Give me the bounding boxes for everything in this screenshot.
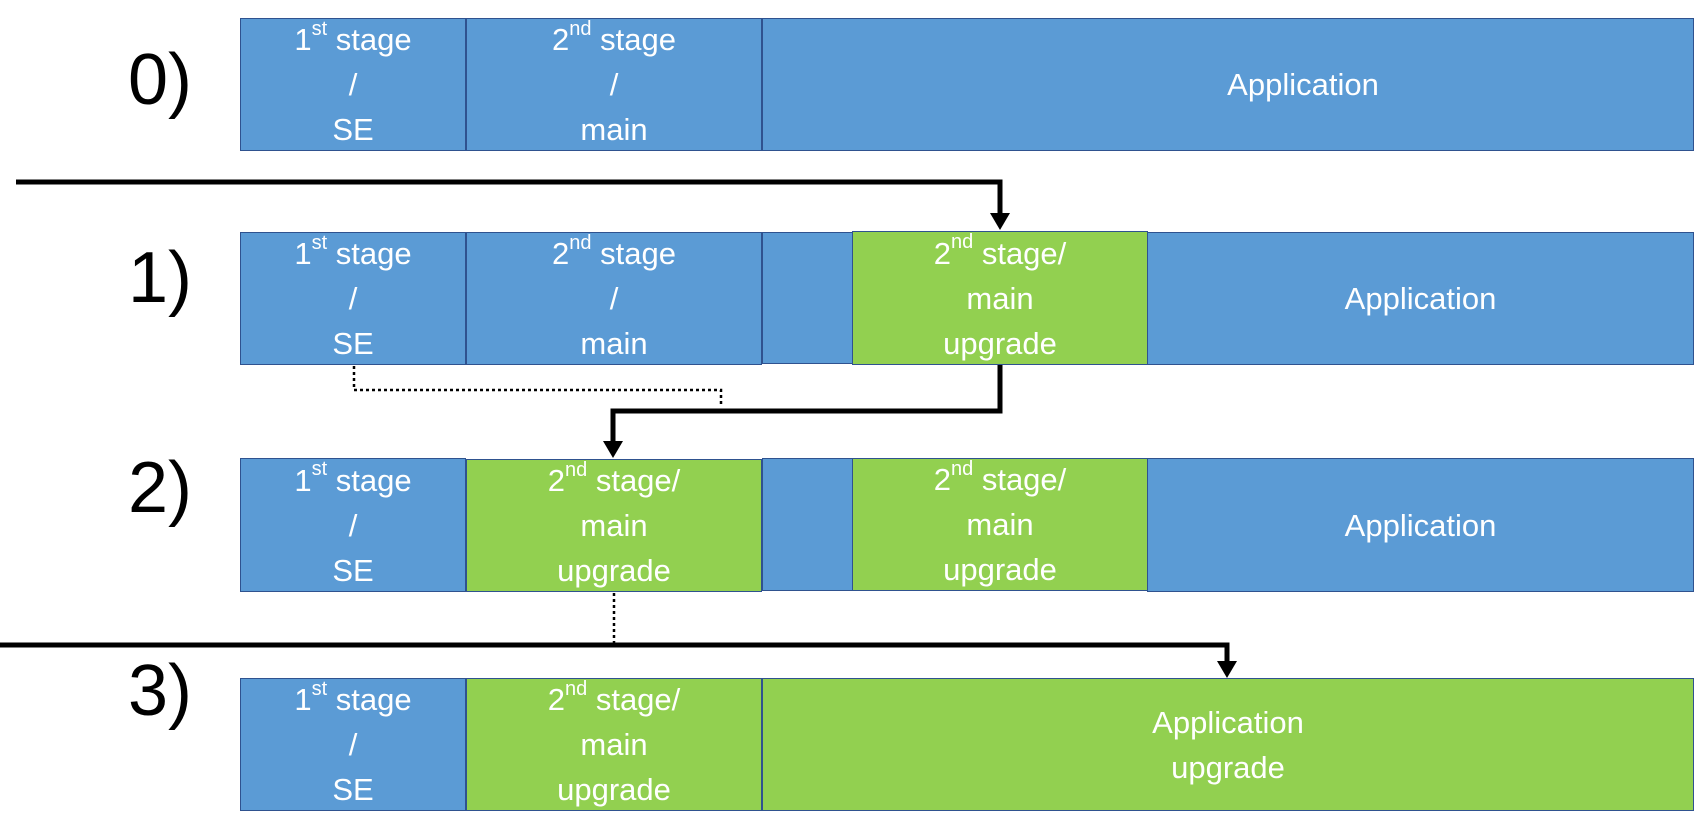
arrowhead-row1 xyxy=(990,213,1010,230)
row3-first-stage-block: 1st stage / SE xyxy=(240,678,466,811)
dotted-link-row1 xyxy=(352,366,723,406)
row2-second-stage-upgrade-block: 2nd stage/ main upgrade xyxy=(852,458,1148,591)
row0-application-block: Application xyxy=(762,18,1694,151)
row1-second-stage-block: 2nd stage / main xyxy=(466,232,762,365)
row3-application-upgrade-block: Application upgrade xyxy=(762,678,1694,811)
row0-second-stage-block: 2nd stage / main xyxy=(466,18,762,151)
step-label-0: 0) xyxy=(127,40,193,120)
row2-gap-block xyxy=(762,458,854,591)
row3-second-stage-upgrade-installed-block: 2nd stage/ main upgrade xyxy=(466,678,762,811)
row2-second-stage-upgrade-installed-block: 2nd stage/ main upgrade xyxy=(466,459,762,592)
row2-first-stage-block: 1st stage / SE xyxy=(240,458,466,592)
arrowhead-row3 xyxy=(1217,661,1237,678)
step-label-2: 2) xyxy=(127,448,193,528)
arrowhead-row2 xyxy=(603,441,623,458)
arrow-to-row2-second-stage xyxy=(610,365,1003,442)
row1-gap-block xyxy=(762,232,854,364)
arrow-to-row1-upgrade xyxy=(16,179,1003,214)
step-label-1: 1) xyxy=(127,238,193,318)
row1-first-stage-block: 1st stage / SE xyxy=(240,232,466,365)
row1-application-block: Application xyxy=(1147,232,1694,365)
step-label-3: 3) xyxy=(127,651,193,731)
row1-second-stage-upgrade-block: 2nd stage/ main upgrade xyxy=(852,231,1148,365)
row2-application-block: Application xyxy=(1147,458,1694,592)
row0-first-stage-block: 1st stage / SE xyxy=(240,18,466,151)
